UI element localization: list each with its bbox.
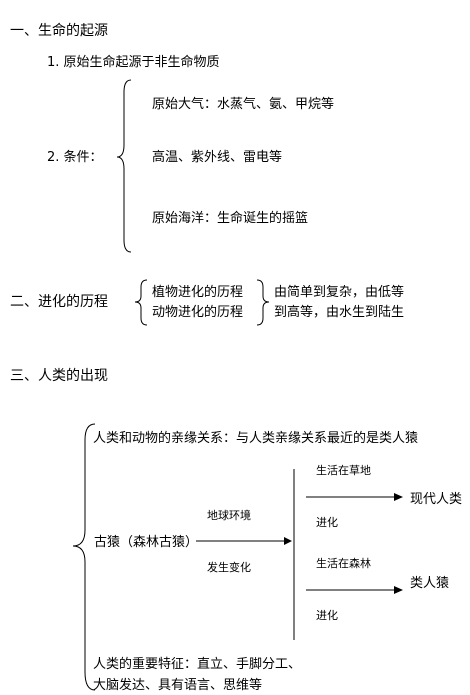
branch2-condition: 生活在森林: [316, 557, 371, 570]
condition-atmosphere: 原始大气：水蒸气、氨、甲烷等: [152, 97, 335, 112]
branch1-condition: 生活在草地: [316, 464, 371, 477]
branch2-evolve: 进化: [316, 609, 338, 622]
env-change-bottom: 发生变化: [207, 561, 251, 574]
features-line1: 人类的重要特征：直立、手脚分工、: [93, 657, 302, 672]
branch2-result: 类人猿: [410, 576, 450, 591]
section1-conditions-label: 2. 条件：: [47, 150, 103, 165]
branch1-evolve: 进化: [316, 516, 338, 529]
branch1-result: 现代人类: [410, 492, 463, 507]
conditions-brace: [116, 79, 132, 253]
branch2-arrowhead: [394, 586, 403, 594]
features-line2: 大脑发达、具有语言、思维等: [93, 678, 263, 693]
human-origin-brace: [72, 423, 96, 691]
section1-heading: 一、生命的起源: [10, 23, 108, 39]
env-change-top: 地球环境: [207, 509, 251, 522]
evolution-desc-line2: 到高等，由水生到陆生: [274, 305, 405, 320]
section1-item1: 1. 原始生命起源于非生命物质: [47, 55, 220, 70]
section3-heading: 三、人类的出现: [10, 368, 108, 384]
condition-ocean: 原始海洋：生命诞生的摇篮: [152, 211, 309, 226]
ancestor-label: 古猿（森林古猿）: [94, 535, 199, 550]
animal-evolution: 动物进化的历程: [152, 305, 244, 320]
evolution-right-brace: [256, 279, 270, 326]
evolution-left-brace: [134, 279, 148, 326]
branch1-arrowhead: [394, 493, 403, 501]
section2-heading: 二、进化的历程: [10, 294, 108, 310]
evolution-desc-line1: 由简单到复杂，由低等: [274, 285, 405, 300]
ancestor-arrowhead: [284, 537, 292, 545]
relation-text: 人类和动物的亲缘关系：与人类亲缘关系最近的是类人猿: [93, 431, 419, 446]
condition-energy: 高温、紫外线、雷电等: [152, 150, 283, 165]
plant-evolution: 植物进化的历程: [152, 285, 244, 300]
